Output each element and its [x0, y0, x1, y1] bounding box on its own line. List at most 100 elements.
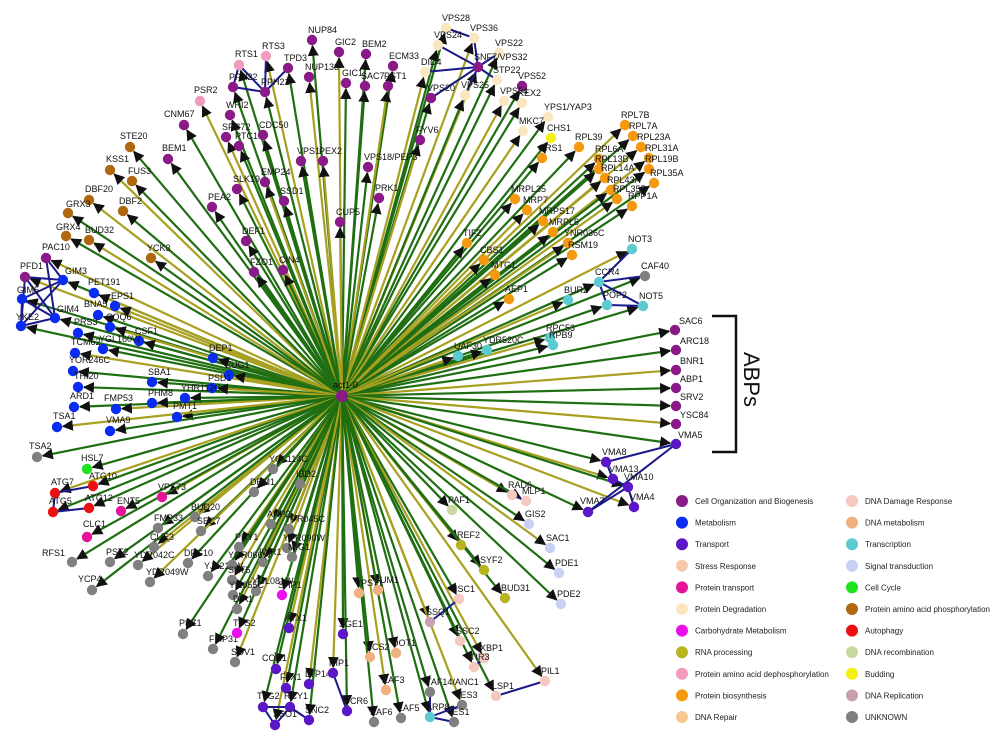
- node-label: YJL213W: [204, 561, 244, 571]
- node-dot: [81, 531, 93, 543]
- edge-mkc7: [341, 135, 521, 397]
- edge-yck3: [154, 260, 343, 397]
- node-dot: [206, 382, 218, 394]
- edge-kss1: [113, 173, 343, 397]
- node-nup133: NUP133: [303, 62, 339, 83]
- node-sge1: SGE1: [337, 619, 363, 640]
- node-dot: [60, 230, 72, 242]
- node-ref2: REF2: [455, 530, 480, 551]
- node-mkc7: MKC7: [517, 116, 544, 137]
- node-dot: [83, 194, 95, 206]
- node-label: MTG1: [491, 260, 516, 270]
- node-vps36: VPS36: [468, 23, 498, 44]
- node-dot: [454, 635, 466, 647]
- node-snf7-vps32: SNF7/VPS32: [472, 52, 528, 73]
- edge-vma4: [341, 394, 630, 507]
- node-label: BNA5: [84, 299, 108, 309]
- node-label: PRK1: [375, 183, 399, 193]
- node-label: YNR036C: [564, 228, 605, 238]
- legend-item: Stress Response: [676, 559, 756, 572]
- legend-swatch: [676, 689, 688, 702]
- legend-swatch: [846, 646, 858, 659]
- edge-ies1: [340, 395, 455, 718]
- node-label: EPS1: [111, 291, 134, 301]
- edge-dep1: [217, 357, 343, 398]
- node-label: PST1: [384, 71, 407, 81]
- node-kex2: KEX2: [516, 88, 541, 109]
- node-dot: [459, 89, 471, 101]
- node-rpb9: RPB9: [547, 330, 573, 351]
- node-label: SRV2: [680, 392, 703, 402]
- node-label: COQ6: [106, 312, 132, 322]
- node-label: CBS1: [480, 245, 504, 255]
- node-label: ISC1: [455, 584, 475, 594]
- legend-label: Cell Cycle: [865, 583, 902, 592]
- edge-tsa2: [41, 394, 343, 460]
- legend-item: Protein amino acid dephosphorylation: [676, 667, 829, 680]
- node-dot: [362, 161, 374, 173]
- node-dot: [593, 163, 605, 175]
- node-vma10: VMA10: [622, 472, 654, 493]
- node-cue3: CUE3: [148, 532, 174, 553]
- node-dot: [601, 299, 613, 311]
- node-label: SAC1: [546, 533, 570, 543]
- legend-item: Transport: [676, 538, 730, 551]
- node-dot: [67, 365, 79, 377]
- edge-atg12: [93, 394, 343, 507]
- node-dot: [490, 690, 502, 702]
- node-abp1: ABP1: [670, 374, 703, 394]
- legend-swatch: [676, 516, 688, 529]
- legend-label: Protein transport: [695, 583, 755, 592]
- node-dot: [493, 47, 505, 59]
- edge-fus3: [135, 184, 343, 397]
- edge-bud31: [341, 395, 503, 595]
- node-dot: [194, 95, 206, 107]
- edge-grx3: [72, 215, 343, 397]
- node-dot: [110, 403, 122, 415]
- edge-vps22: [340, 57, 498, 397]
- node-label: PDE2: [557, 589, 581, 599]
- legend-item: Protein biosynthesis: [676, 689, 767, 702]
- legend-label: DNA recombination: [865, 648, 934, 657]
- node-label: LTP14: [305, 669, 331, 679]
- node-label: NOT3: [628, 234, 652, 244]
- node-label: TPS2: [233, 618, 256, 628]
- node-label: POP2: [603, 290, 627, 300]
- legend-label: Protein Degradation: [695, 605, 766, 614]
- node-dot: [317, 155, 329, 167]
- node-cor1: COR1: [262, 653, 287, 675]
- node-dot: [364, 651, 376, 663]
- node-mrpl6: MRPL6: [547, 217, 579, 238]
- node-label: VPS52: [518, 71, 546, 81]
- node-dot: [229, 656, 241, 668]
- node-arp8: ARP8: [424, 702, 450, 723]
- legend-label: Transport: [695, 540, 730, 549]
- node-label: SGE1: [339, 619, 363, 629]
- node-label: TAF14/ANC1: [426, 677, 479, 687]
- node-label: SNF7/VPS32: [474, 52, 528, 62]
- cluster-edge: [24, 276, 56, 319]
- edge-uaf30: [341, 355, 454, 398]
- node-dot: [461, 237, 473, 249]
- node-rpl31a: RPL31A: [643, 143, 679, 164]
- node-dot: [419, 66, 431, 78]
- edge-ynr036c: [341, 245, 564, 397]
- node-dot: [202, 570, 214, 582]
- node-dot: [278, 195, 290, 207]
- edge-ysc84: [341, 394, 672, 429]
- legend-label: DNA metabolism: [865, 519, 925, 528]
- node-dot: [189, 511, 201, 523]
- node-dot: [156, 491, 168, 503]
- node-dot: [231, 627, 243, 639]
- node-label: MLP1: [522, 486, 546, 496]
- node-coq6: COQ6: [104, 312, 132, 333]
- node-dot: [303, 678, 315, 690]
- node-rcy1: RCY1: [284, 691, 308, 713]
- legend-item: Protein Degradation: [676, 603, 766, 615]
- legend-label: Protein amino acid dephosphorylation: [695, 670, 829, 679]
- node-ptc1: PTC1: [233, 131, 258, 152]
- legend-item: DNA Damage Response: [846, 495, 953, 507]
- node-label: ATG10: [89, 471, 117, 481]
- node-label: YPR045C: [285, 514, 326, 524]
- legend-swatch: [676, 646, 688, 659]
